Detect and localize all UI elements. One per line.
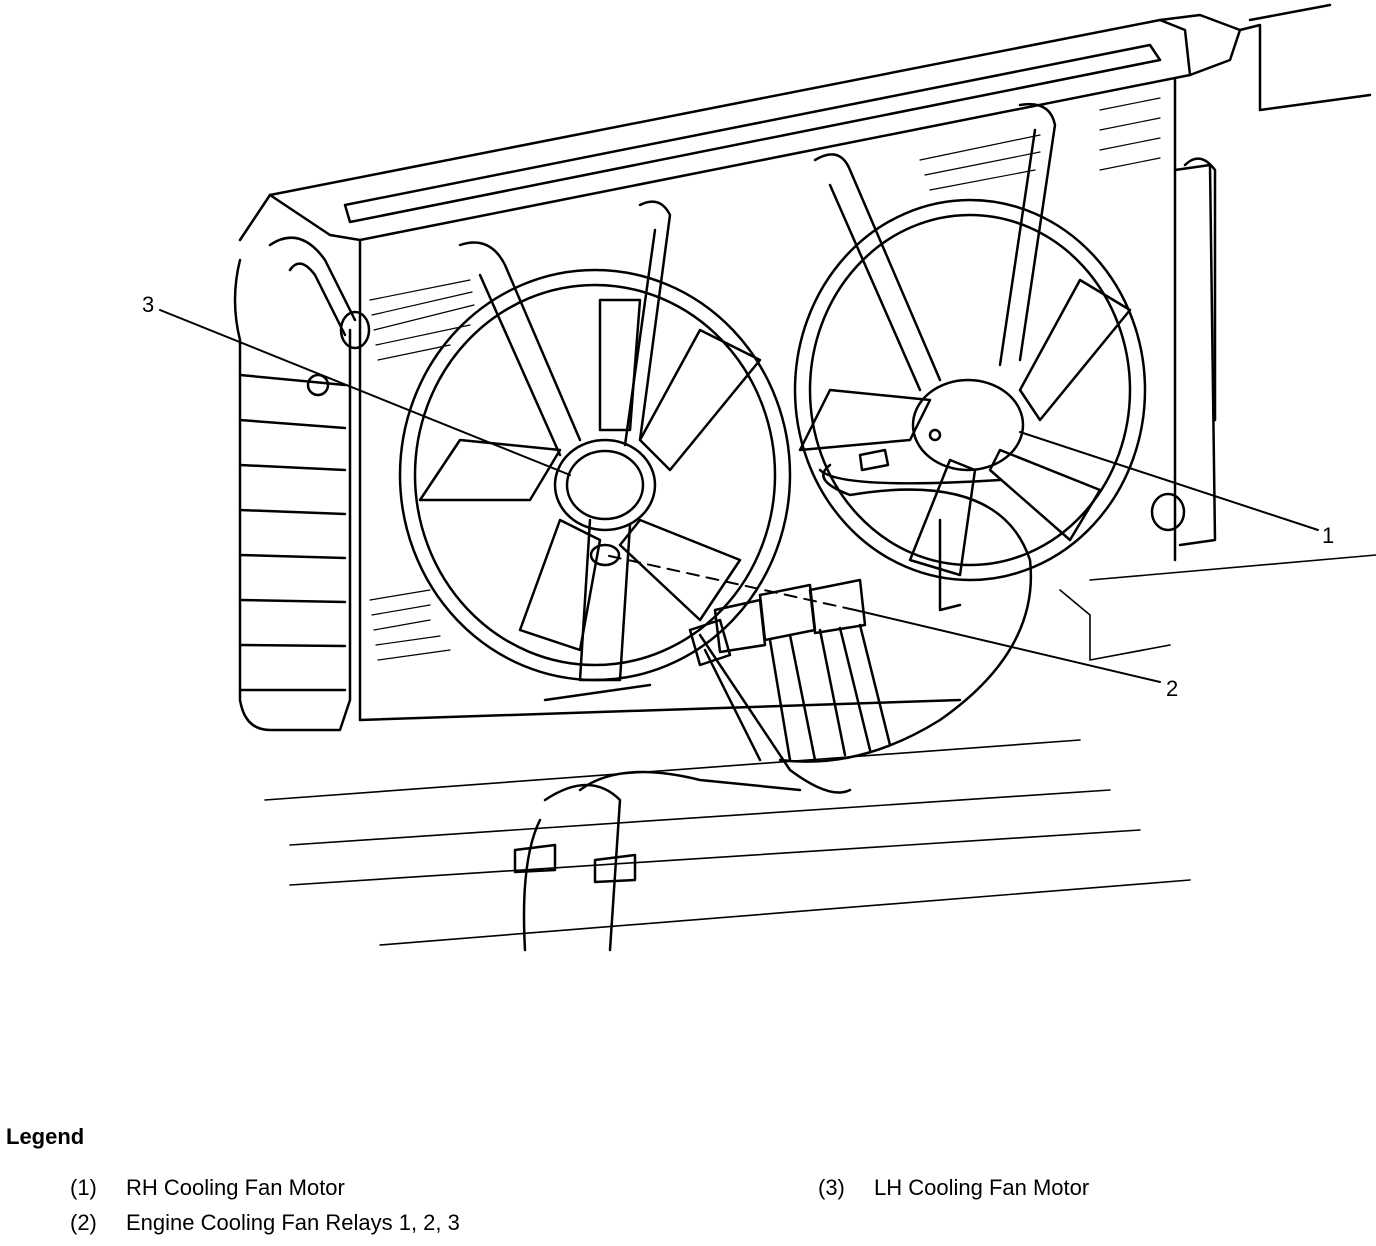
rh-fan bbox=[793, 102, 1147, 612]
left-tank bbox=[233, 236, 371, 732]
leader-lines bbox=[159, 309, 1319, 683]
callout-1: 1 bbox=[1322, 523, 1335, 548]
legend-item-number: (3) bbox=[818, 1175, 845, 1200]
radiator-frame bbox=[238, 13, 1242, 722]
cooling-fan-diagram bbox=[159, 3, 1376, 952]
legend-item-2: (2) Engine Cooling Fan Relays 1, 2, 3 bbox=[70, 1210, 460, 1236]
lower-support bbox=[264, 554, 1376, 946]
leader-line-1 bbox=[1019, 431, 1319, 531]
leader-line-3 bbox=[159, 309, 571, 476]
radiator-core bbox=[369, 97, 1161, 661]
legend-item-number: (2) bbox=[70, 1210, 97, 1235]
lh-fan-motor bbox=[553, 438, 657, 532]
legend-item-label: RH Cooling Fan Motor bbox=[126, 1175, 345, 1200]
lh-fan bbox=[398, 200, 792, 702]
legend-item-3: (3) LH Cooling Fan Motor bbox=[818, 1175, 1089, 1201]
callout-3: 3 bbox=[142, 292, 155, 317]
right-tank bbox=[1150, 3, 1372, 547]
legend-item-label: Engine Cooling Fan Relays 1, 2, 3 bbox=[126, 1210, 460, 1235]
legend-item-label: LH Cooling Fan Motor bbox=[874, 1175, 1090, 1200]
legend-item-number: (1) bbox=[70, 1175, 97, 1200]
leader-line-2 bbox=[854, 609, 1161, 683]
rh-fan-motor bbox=[911, 378, 1025, 472]
fan-relays bbox=[688, 578, 892, 762]
legend-title: Legend bbox=[6, 1124, 85, 1149]
legend-item-1: (1) RH Cooling Fan Motor bbox=[70, 1175, 345, 1201]
wiring-harness bbox=[513, 463, 1033, 952]
callout-2: 2 bbox=[1166, 676, 1179, 701]
